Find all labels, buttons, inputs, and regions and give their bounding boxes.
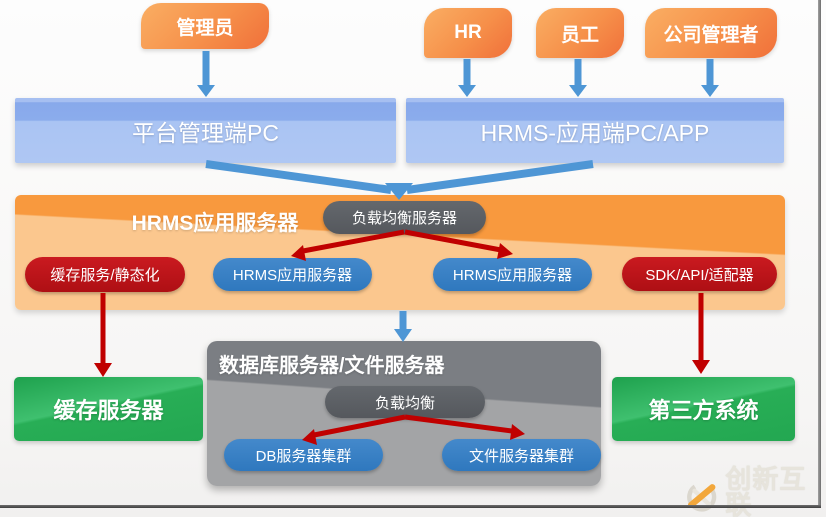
node-load-balancer-server: 负载均衡服务器 <box>323 201 486 234</box>
node-load-balancer: 负载均衡 <box>325 386 485 418</box>
frame-bottom-border <box>0 505 821 508</box>
arrow-hr-to-app-pc <box>458 59 476 97</box>
node-hrms-app-server-right: HRMS应用服务器 <box>433 258 592 291</box>
node-cache-server: 缓存服务器 <box>14 377 203 441</box>
watermark-brand: 创新互联 <box>725 464 807 517</box>
node-sdk-api-adapter: SDK/API/适配器 <box>622 257 777 291</box>
node-file-cluster-label: 文件服务器集群 <box>468 447 574 465</box>
brand-circle-x-icon <box>687 482 717 512</box>
group-db-file-server-title: 数据库服务器/文件服务器 <box>219 355 445 377</box>
arrow-admin-to-platform-pc <box>197 51 215 97</box>
node-platform-admin-pc-label: 平台管理端PC <box>132 119 279 146</box>
actor-label-hr: HR <box>454 22 482 43</box>
node-load-balancer-server-label: 负载均衡服务器 <box>351 210 457 227</box>
node-third-party-system-label: 第三方系统 <box>648 398 759 423</box>
actor-label-company-manager: 公司管理者 <box>663 24 759 46</box>
node-hrms-app-server-right-label: HRMS应用服务器 <box>452 267 573 284</box>
node-file-cluster: 文件服务器集群 <box>442 439 601 471</box>
node-third-party-system: 第三方系统 <box>612 377 795 441</box>
node-cache-service-static: 缓存服务/静态化 <box>25 257 185 292</box>
actor-label-employee: 员工 <box>560 24 599 46</box>
node-hrms-app-server-left-label: HRMS应用服务器 <box>232 267 353 284</box>
node-hrms-client-pc-app: HRMS-应用端PC/APP <box>406 98 784 163</box>
node-cache-server-label: 缓存服务器 <box>53 398 164 423</box>
node-hrms-app-server-left: HRMS应用服务器 <box>213 258 372 291</box>
actor-bubble-admin: 管理员 <box>141 3 269 49</box>
node-db-cluster-label: DB服务器集群 <box>255 447 352 465</box>
frame-right-border <box>818 0 821 506</box>
arrow-employee-to-app-pc <box>569 59 587 97</box>
group-db-file-server: 数据库服务器/文件服务器 负载均衡 DB服务器集群 文件服务器集群 <box>207 341 601 486</box>
node-cache-service-static-label: 缓存服务/静态化 <box>50 267 160 284</box>
node-sdk-api-adapter-label: SDK/API/适配器 <box>645 266 754 284</box>
group-hrms-app-server: HRMS应用服务器 负载均衡服务器 缓存服务/静态化 HRMS应用服务器 HRM… <box>15 195 785 310</box>
actor-bubble-hr: HR <box>424 8 512 58</box>
actor-label-admin: 管理员 <box>176 17 234 39</box>
actor-bubble-employee: 员工 <box>536 8 624 58</box>
arrow-manager-to-app-pc <box>701 59 719 97</box>
node-hrms-client-pc-app-label: HRMS-应用端PC/APP <box>480 119 710 146</box>
node-db-cluster: DB服务器集群 <box>224 439 383 471</box>
node-load-balancer-label: 负载均衡 <box>374 394 435 412</box>
arrow-band-to-db-box <box>394 311 412 342</box>
node-platform-admin-pc: 平台管理端PC <box>15 98 396 163</box>
group-hrms-app-server-title: HRMS应用服务器 <box>131 212 299 235</box>
actor-bubble-company-manager: 公司管理者 <box>645 8 777 58</box>
watermark-logo: 创新互联 CHUANG XIN HU LIAN <box>684 466 826 517</box>
